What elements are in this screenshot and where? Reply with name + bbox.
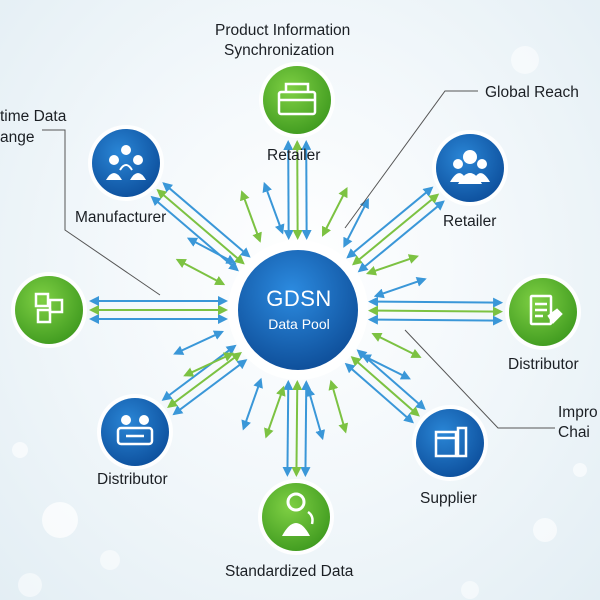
connection-arrows <box>89 139 504 478</box>
fan-arrow-6-1 <box>186 237 237 264</box>
label-distributor-right: Distributor <box>508 356 579 373</box>
fan-arrow-2-1 <box>360 354 411 380</box>
callout-realtime-line2: ange <box>0 129 35 146</box>
spoke-arrow-2-0 <box>368 296 504 308</box>
fan-arrow-2-0 <box>371 332 422 358</box>
center-label: GDSN Data Pool <box>246 286 352 332</box>
fan-arrow-3-0 <box>328 379 349 434</box>
realtime-leader <box>42 129 161 296</box>
person-icon <box>282 492 314 536</box>
spoke-arrow-4-0 <box>300 380 312 478</box>
spoke-arrow-2-1 <box>367 305 504 317</box>
fan-arrow-3-1 <box>305 386 326 441</box>
improve-leader <box>404 329 555 429</box>
fan-arrow-0-1 <box>343 198 369 248</box>
label-manufacturer: Manufacturer <box>75 209 167 226</box>
spoke-arrow-2-2 <box>367 314 503 326</box>
spoke-arrow-3-2 <box>344 362 414 424</box>
fan-arrow-6-0 <box>175 258 226 286</box>
node-manufacturer[interactable] <box>88 125 164 201</box>
shopping-bag-icon <box>277 82 317 116</box>
node-retailer-right[interactable] <box>432 130 508 206</box>
handshake-icon <box>116 415 154 446</box>
callout-improve-line1: Impro <box>558 404 598 421</box>
node-supplier[interactable] <box>412 405 488 481</box>
node-left[interactable] <box>11 272 87 348</box>
callout-realtime-line1: time Data <box>0 108 67 125</box>
label-distributor-left: Distributor <box>97 471 168 488</box>
spoke-arrow-3-0 <box>356 349 426 410</box>
center-subtitle: Data Pool <box>268 316 330 332</box>
gdsn-data-pool-node[interactable] <box>234 246 362 374</box>
fan-arrow-7-1 <box>262 181 285 235</box>
callout-improve-line2: Chai <box>558 424 590 441</box>
document-icon <box>529 294 563 326</box>
spoke-arrow-4-2 <box>282 379 294 477</box>
fan-arrow-5-1 <box>173 330 224 355</box>
fan-arrow-5-0 <box>183 352 235 377</box>
node-retailer-top[interactable] <box>259 62 335 138</box>
team-icon <box>106 145 146 180</box>
fan-arrow-4-1 <box>241 377 263 431</box>
fan-arrow-1-1 <box>373 276 427 299</box>
spoke-arrow-7-1 <box>156 188 245 265</box>
global-reach-leader <box>344 90 478 229</box>
label-standardized-data: Standardized Data <box>225 563 354 580</box>
node-distributor-right[interactable] <box>505 274 581 350</box>
grid-icon <box>34 292 64 324</box>
boxes-icon <box>434 426 468 458</box>
people-icon <box>450 150 490 184</box>
fan-arrow-1-0 <box>365 254 419 276</box>
node-standardized-data[interactable] <box>258 479 334 555</box>
label-retailer-top: Retailer <box>267 147 321 164</box>
callout-lines <box>42 90 555 429</box>
spoke-arrow-5-2 <box>161 344 237 401</box>
callout-product-info-line2: Synchronization <box>224 42 335 59</box>
callout-product-info-line1: Product Information <box>215 22 351 39</box>
fan-arrow-7-0 <box>240 190 262 243</box>
spoke-arrow-7-2 <box>162 182 251 258</box>
callout-global-reach: Global Reach <box>485 84 579 101</box>
fan-arrow-4-0 <box>264 385 286 439</box>
label-retailer-right: Retailer <box>443 213 497 230</box>
fan-arrow-0-0 <box>321 187 348 237</box>
node-distributor-left[interactable] <box>97 394 173 470</box>
center-title: GDSN <box>266 286 332 311</box>
label-supplier: Supplier <box>420 490 477 507</box>
spoke-arrow-4-1 <box>291 379 303 478</box>
spoke-arrow-5-0 <box>172 359 248 416</box>
spoke-arrow-5-1 <box>167 351 242 409</box>
